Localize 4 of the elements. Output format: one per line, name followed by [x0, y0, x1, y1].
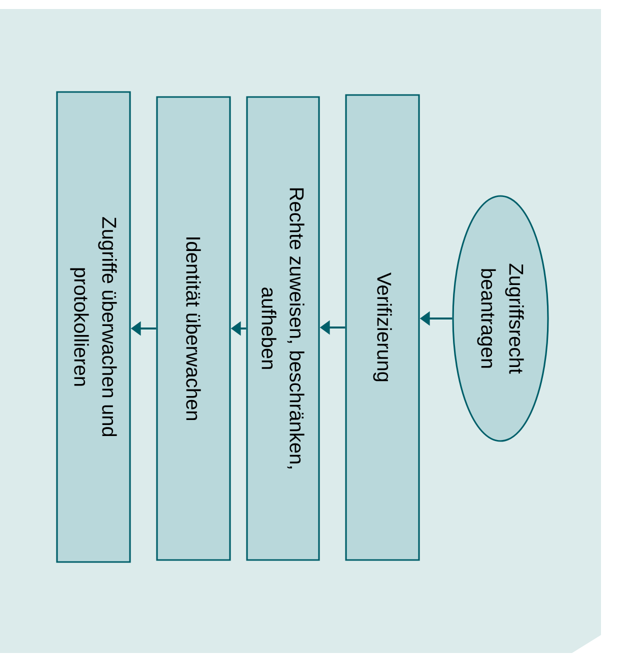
process-box: Zugriffe überwachen und protokollieren	[56, 91, 131, 563]
process-box: Identität überwachen	[156, 96, 231, 561]
process-box: Verifizierung	[345, 94, 420, 561]
process-box: Rechte zuweisen, beschränken, aufheben	[246, 96, 320, 561]
